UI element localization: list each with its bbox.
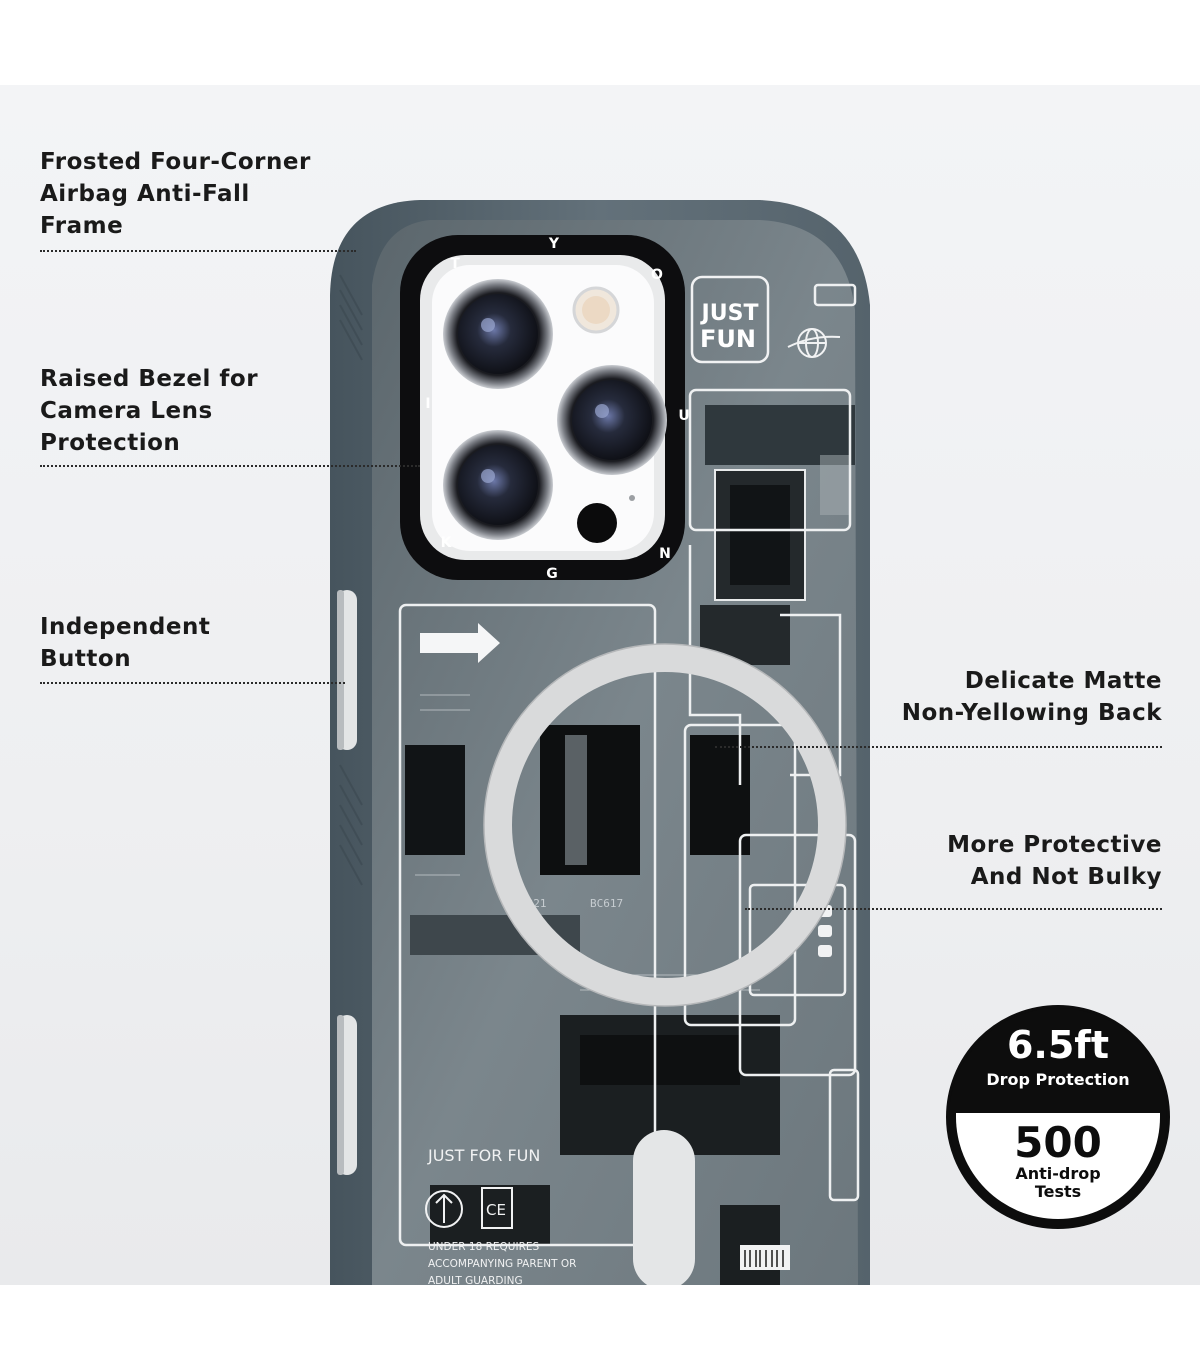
- ring-letter-4: N: [659, 546, 671, 562]
- feature-label-back: Delicate Matte Non-Yellowing Back: [901, 668, 1162, 726]
- badge-count-label-1: Anti-drop: [1015, 1164, 1101, 1183]
- brand-print: JUST FOR FUN: [427, 1146, 540, 1165]
- ring-letter-2: O: [651, 267, 663, 283]
- leader-line-protective: [745, 908, 1162, 910]
- leader-line-frame: [40, 250, 356, 252]
- ring-letter-6: K: [441, 535, 453, 551]
- badge-count-label-2: Tests: [1034, 1182, 1082, 1201]
- camera-lens-1: [443, 279, 553, 389]
- ce-mark-box: [481, 1187, 513, 1229]
- warning-line-2: ACCOMPANYING PARENT OR: [428, 1258, 576, 1270]
- lidar-sensor: [577, 503, 617, 543]
- badge-bottom-section: 500 Anti-drop Tests: [956, 1113, 1160, 1219]
- warning-line-3: ADULT GUARDING: [428, 1275, 523, 1285]
- ce-mark: CE: [486, 1201, 506, 1219]
- globe-icon: [787, 328, 841, 358]
- circuit-print: [398, 275, 860, 1285]
- recycle-icon: [425, 1190, 463, 1228]
- leader-line-bezel: [40, 465, 420, 467]
- warning-line-1: UNDER 18 REQUIRES: [428, 1241, 539, 1253]
- magsafe-ring: [484, 644, 846, 1006]
- camera-flash: [572, 286, 620, 334]
- barcode: [744, 1250, 784, 1267]
- badge-top-section: 6.5ft Drop Protection: [949, 1008, 1167, 1115]
- ring-letter-5: G: [546, 566, 558, 582]
- badge-distance-label: Drop Protection: [986, 1070, 1130, 1089]
- drop-protection-badge: 6.5ft Drop Protection 500 Anti-drop Test…: [946, 1005, 1170, 1229]
- product-image-area: JUST FUN 0921 BC617 JUST FOR FUN CE UNDE…: [0, 85, 1200, 1285]
- feature-label-protective: More Protective And Not Bulky: [947, 832, 1162, 890]
- camera-lens-3: [443, 430, 553, 540]
- ring-letter-3: U: [678, 408, 689, 424]
- ring-letter-7: I: [425, 396, 430, 412]
- ring-letter-1: Y: [548, 236, 560, 252]
- phone-case-illustration: JUST FUN 0921 BC617 JUST FOR FUN CE UNDE…: [330, 200, 870, 1285]
- logo-line-2: FUN: [700, 325, 756, 353]
- logo-line-1: JUST: [700, 301, 759, 326]
- badge-distance: 6.5ft: [1006, 1023, 1109, 1067]
- feature-label-frame: Frosted Four-Corner Airbag Anti-Fall Fra…: [40, 149, 311, 239]
- leader-line-button: [40, 682, 345, 684]
- feature-label-bezel: Raised Bezel for Camera Lens Protection: [40, 366, 259, 456]
- camera-lens-2: [557, 365, 667, 475]
- ring-letter-8: T: [450, 256, 460, 272]
- microphone: [629, 495, 635, 501]
- frame-texture: [339, 274, 363, 886]
- feature-label-button: Independent Button: [40, 614, 211, 672]
- badge-count: 500: [1014, 1118, 1102, 1167]
- leader-line-back: [715, 746, 1162, 748]
- chip-label-2: BC617: [590, 897, 623, 910]
